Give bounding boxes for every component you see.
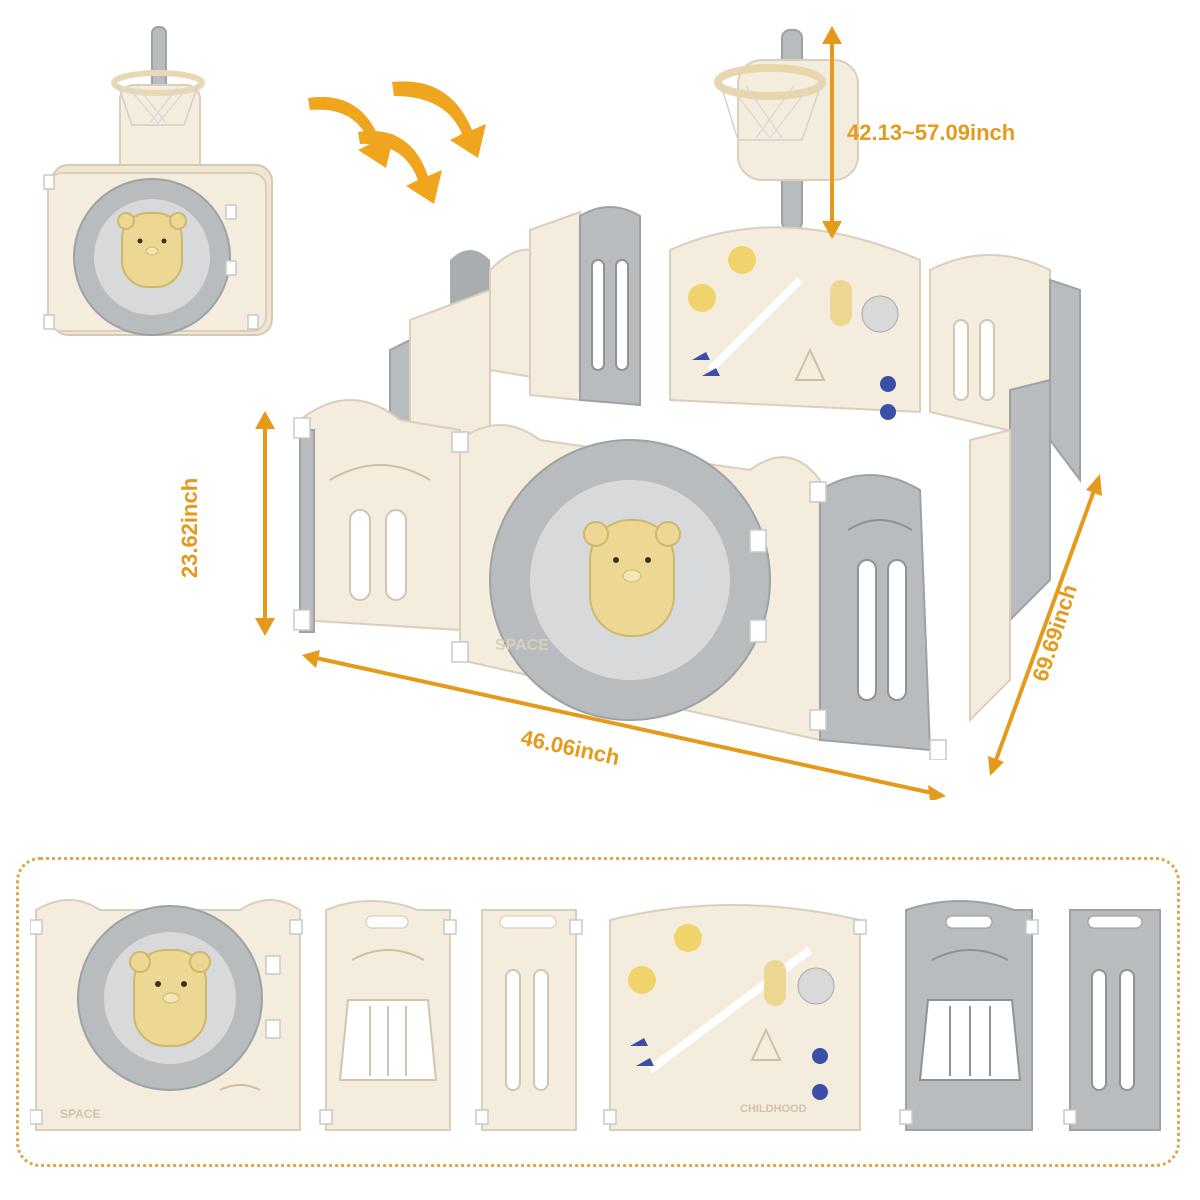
curved-arrows [308,81,486,204]
narrow-grey-panel [1069,909,1161,1131]
curved-arrow-icon [358,130,442,204]
ufo-icon [931,949,1009,961]
ufo-icon [351,949,425,961]
panel-parts-box [16,857,1180,1167]
grey-handle-panel [905,900,1033,1131]
bear-icon [583,519,681,637]
hoop-height-label: 42.13~57.09inch [847,120,1016,145]
ufo-icon [329,464,431,481]
cream-handle-panel [325,900,451,1131]
rocket-icon [750,1027,782,1061]
space-embossed-text: SPACE [495,637,549,654]
basketball-hoop-icon [714,29,859,231]
rocket-icon [794,347,826,381]
panel-height-label: 23.62inch [177,477,203,579]
activity-panel: CHILDHOOD [609,904,861,1131]
brand-embossed-text: CHILDHOOD [740,1103,807,1115]
space-embossed-text: SPACE [60,1107,100,1121]
folded-playpen-icon [43,26,273,336]
sun-icon [674,924,702,952]
dimension-lines [255,26,1102,800]
panel-parts-row: SPACE CHILDHOOD [30,899,1161,1131]
bear-door-panel: SPACE [35,899,301,1131]
narrow-cream-panel [481,909,577,1131]
playpen-assembled-image: SPACE [293,29,1081,760]
curved-arrow-icon [308,96,394,168]
curved-arrow-icon [392,81,486,158]
sun-icon [628,966,656,994]
